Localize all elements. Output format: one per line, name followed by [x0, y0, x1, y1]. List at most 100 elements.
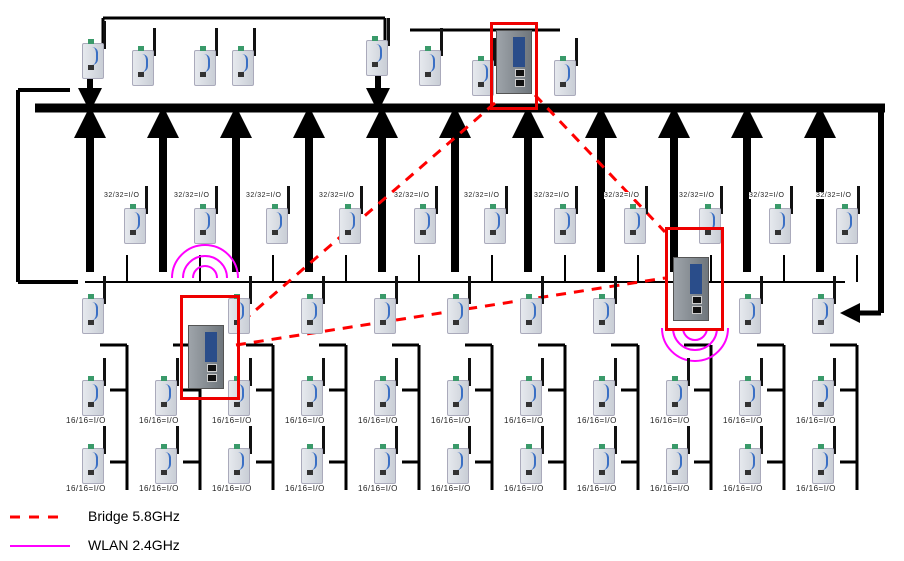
- device-label: 16/16=I/O: [650, 484, 690, 493]
- ethernet-port-icon: [818, 402, 824, 407]
- device-label: 32/32=I/O: [816, 192, 852, 199]
- ethernet-port-icon: [380, 470, 386, 475]
- device-stripe: [238, 452, 244, 470]
- device-label: 16/16=I/O: [285, 484, 325, 493]
- io-device-a-4: 16/16=I/O: [285, 358, 327, 425]
- connector-icon: [453, 376, 459, 381]
- ethernet-port-icon: [672, 470, 678, 475]
- antenna-icon: [468, 358, 471, 386]
- io-device-a-6: 16/16=I/O: [431, 358, 473, 425]
- upper-device-7: 32/32=I/O: [534, 186, 580, 244]
- ethernet-port-icon: [234, 402, 240, 407]
- antenna-icon: [322, 358, 325, 386]
- io-device-a-2: 16/16=I/O: [139, 358, 181, 425]
- connector-icon: [526, 376, 532, 381]
- connector-icon: [745, 294, 751, 299]
- ethernet-port-icon: [307, 470, 313, 475]
- device-stripe: [779, 212, 785, 230]
- io-device-b-5: 16/16=I/O: [358, 426, 400, 493]
- io-device-a-5: 16/16=I/O: [358, 358, 400, 425]
- device-label: 16/16=I/O: [723, 484, 763, 493]
- device-stripe: [564, 212, 570, 230]
- upper-device-9: 32/32=I/O: [679, 186, 725, 244]
- antenna-icon: [833, 426, 836, 454]
- ethernet-port-icon: [138, 72, 144, 77]
- bridge-link-left: [241, 101, 496, 324]
- ethernet-port-icon: [88, 402, 94, 407]
- device-stripe: [92, 452, 98, 470]
- wlan-arc-right-1: [682, 327, 708, 341]
- ethernet-port-icon: [345, 230, 351, 235]
- row-device-5: [370, 276, 400, 334]
- antenna-icon: [395, 276, 398, 304]
- io-device-b-1: 16/16=I/O: [66, 426, 108, 493]
- upper-device-5: 32/32=I/O: [394, 186, 440, 244]
- connector-icon: [372, 36, 378, 41]
- ethernet-port-icon: [745, 402, 751, 407]
- connector-icon: [453, 294, 459, 299]
- antenna-icon: [541, 358, 544, 386]
- antenna-icon: [395, 358, 398, 386]
- ethernet-port-icon: [272, 230, 278, 235]
- connector-icon: [425, 46, 431, 51]
- device-stripe: [276, 212, 282, 230]
- device-label: 32/32=I/O: [534, 192, 570, 199]
- connector-icon: [705, 204, 711, 209]
- device-stripe: [822, 452, 828, 470]
- top-device-1: [78, 21, 108, 79]
- ethernet-port-icon: [453, 402, 459, 407]
- top-device-8: [550, 38, 580, 96]
- connector-icon: [818, 294, 824, 299]
- device-stripe: [384, 302, 390, 320]
- io-device-a-10: 16/16=I/O: [723, 358, 765, 425]
- connector-icon: [490, 204, 496, 209]
- ethernet-port-icon: [380, 320, 386, 325]
- antenna-icon: [720, 186, 723, 214]
- connector-icon: [672, 376, 678, 381]
- device-label: 16/16=I/O: [723, 416, 763, 425]
- io-device-a-11: 16/16=I/O: [796, 358, 838, 425]
- io-device-a-7: 16/16=I/O: [504, 358, 546, 425]
- antenna-icon: [103, 426, 106, 454]
- device-panel: [205, 332, 217, 362]
- antenna-icon: [790, 186, 793, 214]
- connector-icon: [307, 294, 313, 299]
- connector-icon: [775, 204, 781, 209]
- antenna-icon: [687, 426, 690, 454]
- antenna-icon: [440, 28, 443, 56]
- device-label: 32/32=I/O: [174, 192, 210, 199]
- device-label: 32/32=I/O: [104, 192, 140, 199]
- device-label: 16/16=I/O: [431, 484, 471, 493]
- antenna-icon: [253, 28, 256, 56]
- device-stripe: [165, 452, 171, 470]
- antenna-icon: [176, 358, 179, 386]
- device-stripe: [424, 212, 430, 230]
- ethernet-port-icon: [307, 320, 313, 325]
- antenna-icon: [760, 276, 763, 304]
- ethernet-port-icon: [745, 470, 751, 475]
- ethernet-port-icon: [88, 65, 94, 70]
- antenna-icon: [614, 276, 617, 304]
- ethernet-port-icon: [490, 230, 496, 235]
- device-stripe: [311, 384, 317, 402]
- connector-icon: [88, 376, 94, 381]
- ethernet-port-icon: [161, 470, 167, 475]
- connector-icon: [745, 444, 751, 449]
- ethernet-port-icon: [425, 72, 431, 77]
- antenna-icon: [103, 21, 106, 49]
- ethernet-port-icon: [238, 72, 244, 77]
- device-label: 16/16=I/O: [66, 416, 106, 425]
- wlan-arc-left-2: [182, 255, 228, 279]
- device-label: 16/16=I/O: [358, 484, 398, 493]
- device-stripe: [676, 384, 682, 402]
- antenna-icon: [249, 358, 252, 386]
- ethernet-port-icon: [560, 230, 566, 235]
- antenna-icon: [760, 426, 763, 454]
- device-label: 16/16=I/O: [577, 416, 617, 425]
- top-device-5: [362, 18, 392, 76]
- antenna-icon: [575, 38, 578, 66]
- device-stripe: [530, 384, 536, 402]
- ethernet-port-icon: [420, 230, 426, 235]
- connector-icon: [672, 444, 678, 449]
